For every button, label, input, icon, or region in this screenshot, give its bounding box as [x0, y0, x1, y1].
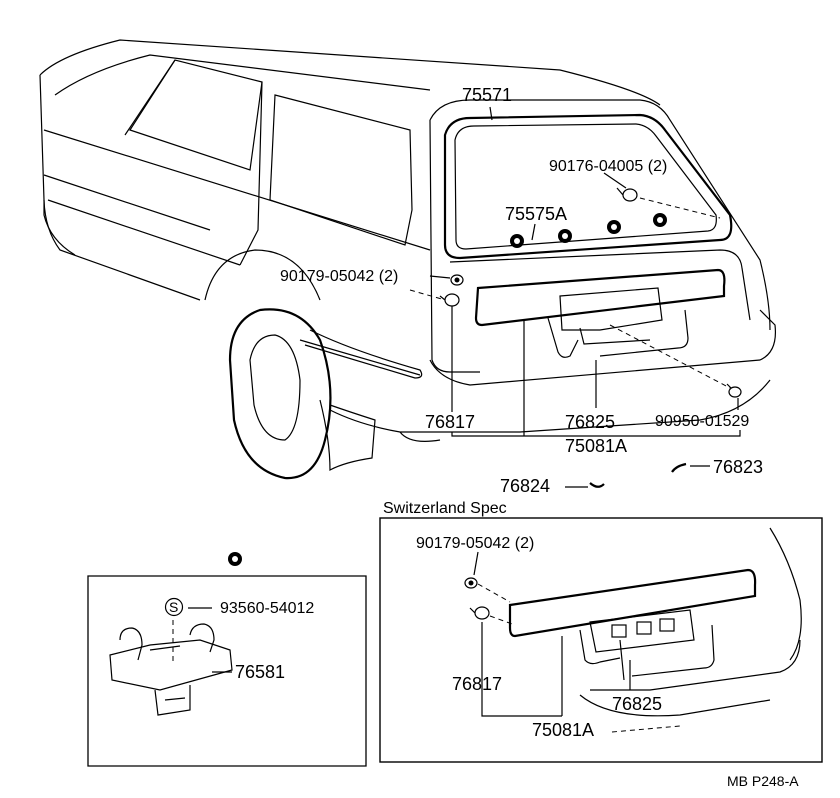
- switzerland-fasteners: [464, 577, 490, 620]
- nut-icon-sw-90179-a: [464, 577, 478, 589]
- clip-icon-76824: [589, 482, 605, 488]
- label-75571: 75571: [462, 85, 512, 105]
- sw-label-76825: 76825: [612, 694, 662, 714]
- figure-code: MB P248-A: [727, 773, 799, 789]
- inset-label-93560: 93560-54012: [220, 600, 314, 617]
- switzerland-leader-lines: [473, 551, 681, 733]
- leader-lines: [409, 106, 741, 488]
- label-76817: 76817: [425, 412, 475, 432]
- s-symbol-text: S: [169, 599, 178, 615]
- inset-box: [87, 575, 367, 767]
- label-76823: 76823: [713, 457, 763, 477]
- grommet-markers: [510, 213, 667, 248]
- label-75081a: 75081A: [565, 436, 627, 456]
- s-symbol-icon: S: [164, 597, 184, 617]
- inset-label-76581: 76581: [235, 662, 285, 682]
- nut-icon-90950: [726, 383, 742, 398]
- switzerland-spec-box: [379, 517, 823, 763]
- nut-icon-90176: [616, 187, 638, 202]
- car-body-illustration: [39, 39, 777, 480]
- nut-icon-90179-a: [450, 274, 464, 286]
- label-90176: 90176-04005 (2): [549, 158, 667, 175]
- sw-label-76817: 76817: [452, 674, 502, 694]
- sw-label-75081a: 75081A: [532, 720, 594, 740]
- label-90950: 90950-01529: [655, 413, 749, 430]
- nut-icon-sw-90179-b: [469, 606, 490, 620]
- label-90179: 90179-05042 (2): [280, 268, 398, 285]
- label-75575a: 75575A: [505, 204, 567, 224]
- inset-marker-icon: [228, 552, 242, 566]
- nut-icon-90179-b: [439, 293, 460, 307]
- fastener-icons: [439, 187, 742, 398]
- clip-icon-76823: [671, 462, 687, 473]
- switzerland-illustration: [508, 527, 802, 717]
- inset-clip-illustration: [109, 607, 233, 716]
- sw-label-90179: 90179-05042 (2): [416, 535, 534, 552]
- label-76825: 76825: [565, 412, 615, 432]
- label-76824: 76824: [500, 476, 550, 496]
- switzerland-spec-title: Switzerland Spec: [383, 500, 507, 517]
